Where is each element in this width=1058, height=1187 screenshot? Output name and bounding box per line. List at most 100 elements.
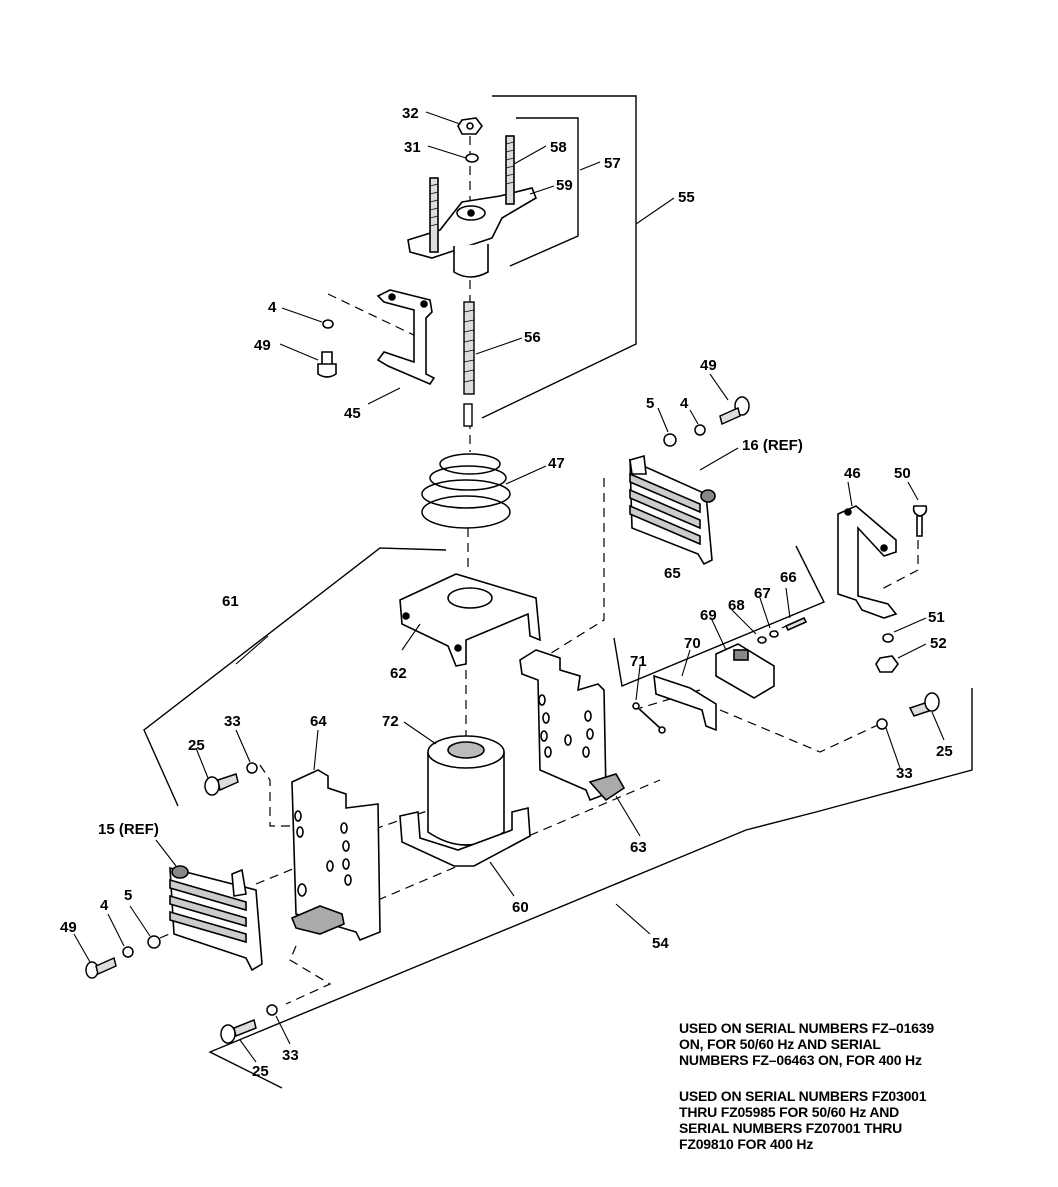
callout-labels: 32 31 58 57 59 55 4 49 56 45 49 5 4 16 (… [60,105,953,1080]
screw-49-upper [719,406,741,426]
callout-4-lower: 4 [100,897,109,914]
callout-66: 66 [780,569,797,586]
bracket-45 [317,289,436,385]
nut-52 [875,655,899,673]
serial-note-2: USED ON SERIAL NUMBERS FZ03001 THRU FZ05… [679,1088,927,1152]
screw-25-lower-head [220,1024,236,1044]
armature-plate [407,187,537,259]
contact-block-16 [629,454,716,566]
callout-25-right: 25 [936,743,953,760]
callout-47: 47 [548,455,565,472]
callout-49-top: 49 [254,337,271,354]
note-line: NUMBERS FZ–06463 ON, FOR 400 Hz [679,1052,922,1068]
callout-50: 50 [894,465,911,482]
terminal-assembly-65 [632,616,808,734]
callout-25-lower: 25 [252,1063,269,1080]
callout-49-lower: 49 [60,919,77,936]
callout-32: 32 [402,105,419,122]
screw-49-lower-head [85,961,99,979]
callout-67: 67 [754,585,771,602]
callout-52: 52 [930,635,947,652]
callout-15-ref: 15 (REF) [98,821,159,838]
callout-70: 70 [684,635,701,652]
assembly-bracket-lines [143,95,973,1089]
bracket-61 [143,547,447,807]
callout-62: 62 [390,665,407,682]
yoke-62 [399,573,541,667]
callout-71: 71 [630,653,647,670]
screw-49-lower [95,956,117,976]
callout-4-mid: 4 [680,395,689,412]
coil-72 [427,735,505,846]
callout-5-lower: 5 [124,887,132,904]
callout-16-ref: 16 (REF) [742,437,803,454]
hardware-right [876,692,940,730]
spring-47 [421,453,511,529]
washer-4-upper [694,424,706,436]
washer-33-lower [266,1004,278,1016]
washer-67 [769,630,779,638]
note-line: FZ09810 FOR 400 Hz [679,1136,814,1152]
stud-left [429,177,439,253]
washer-68 [757,636,767,644]
callout-25-upper: 25 [188,737,205,754]
dashed-assembly-lines [159,136,919,1005]
washer-4-lower [122,946,134,958]
callout-55: 55 [678,189,695,206]
washer-33-right [876,718,888,730]
callout-64: 64 [310,713,327,730]
screw-50 [912,505,928,537]
callout-57: 57 [604,155,621,172]
callout-61: 61 [222,593,239,610]
stud-58 [505,135,515,205]
screw-49 [317,351,337,378]
note-line: SERIAL NUMBERS FZ07001 THRU [679,1120,903,1136]
callout-49-mid: 49 [700,357,717,374]
block-69 [715,643,775,699]
callout-68: 68 [728,597,745,614]
callout-63: 63 [630,839,647,856]
plunger-body [453,244,489,278]
contact-block-15 [169,865,263,972]
callout-4-top: 4 [268,299,277,316]
callout-56: 56 [524,329,541,346]
callout-54: 54 [652,935,669,952]
plate-64 [290,769,381,942]
note-line: USED ON SERIAL NUMBERS FZ–01639 [679,1020,934,1036]
callout-58: 58 [550,139,567,156]
callout-51: 51 [928,609,945,626]
callout-72: 72 [382,713,399,730]
washer-31 [465,153,479,163]
wire-71 [635,705,661,729]
callout-45: 45 [344,405,361,422]
callout-33-upper: 33 [224,713,241,730]
callout-69: 69 [700,607,717,624]
bracket-57 [509,117,579,267]
callout-31: 31 [404,139,421,156]
screw-66 [784,616,808,632]
callout-59: 59 [556,177,573,194]
note-line: USED ON SERIAL NUMBERS FZ03001 [679,1088,927,1104]
hardware-left [85,396,750,1044]
screw-25-upper [217,773,239,792]
washer-5-upper [663,433,677,447]
washer-51 [882,633,894,643]
bracket-54 [208,688,973,1089]
frame-60 [399,806,531,867]
armature-assembly [407,117,537,278]
stud-56 [463,301,475,427]
plate-63 [519,649,626,802]
screw-25-lower [233,1018,257,1038]
callout-5-mid: 5 [646,395,654,412]
bracket-46 [837,505,928,673]
note-line: ON, FOR 50/60 Hz AND SERIAL [679,1036,881,1052]
bracket-70 [653,674,717,732]
leader-lines [73,111,945,1063]
note-line: THRU FZ05985 FOR 50/60 Hz AND [679,1104,900,1120]
bracket-55 [481,95,637,419]
callout-33-lower: 33 [282,1047,299,1064]
callout-46: 46 [844,465,861,482]
screw-25-upper-head [204,776,220,796]
callout-33-right: 33 [896,765,913,782]
